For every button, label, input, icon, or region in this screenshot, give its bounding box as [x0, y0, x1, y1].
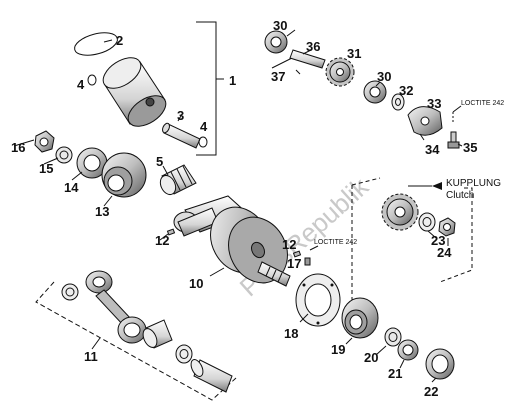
shaft-36 [289, 49, 326, 69]
label-10: 10 [189, 276, 203, 291]
label-4-right: 4 [200, 119, 208, 134]
piston [102, 57, 167, 127]
label-20: 20 [364, 350, 378, 365]
sleeve-21 [397, 339, 419, 361]
crankshaft-10 [173, 195, 291, 287]
label-24: 24 [437, 245, 452, 260]
label-30-lower: 30 [377, 69, 391, 84]
key-17 [304, 257, 311, 266]
crankpin [190, 359, 233, 393]
washer-20 [384, 327, 402, 347]
piston-group [74, 21, 224, 156]
needle-bearing-lower [142, 319, 173, 349]
label-32: 32 [399, 83, 413, 98]
clutch-gear-group [351, 177, 473, 300]
seal-14 [76, 147, 108, 179]
right-bearing-group [295, 273, 455, 380]
washer-23 [418, 212, 436, 232]
label-18: 18 [284, 326, 298, 341]
label-2: 2 [116, 33, 123, 48]
cover-plate-18 [295, 273, 341, 327]
label-34: 34 [425, 142, 440, 157]
label-1: 1 [229, 73, 236, 88]
loctite-note-top: LOCTITE 242 [461, 100, 504, 107]
label-13: 13 [95, 204, 109, 219]
part-number-labels: 2 4 1 3 4 30 36 31 37 30 32 33 34 35 16 … [11, 18, 477, 399]
key-12-left [166, 228, 176, 236]
label-23: 23 [431, 233, 445, 248]
label-22: 22 [424, 384, 438, 399]
key-12-right [292, 250, 302, 258]
label-35: 35 [463, 140, 477, 155]
loctite-note-mid: LOCTITE 242 [314, 239, 357, 246]
washer-lower [61, 283, 79, 301]
leader-lines [13, 69, 463, 383]
label-19: 19 [331, 342, 345, 357]
piston-ring [74, 32, 118, 56]
label-17: 17 [287, 256, 301, 271]
label-33: 33 [427, 96, 441, 111]
label-16: 16 [11, 140, 25, 155]
label-37: 37 [271, 69, 285, 84]
washer-lower-right [175, 344, 193, 364]
left-bearing-group [34, 130, 147, 198]
label-30-top: 30 [273, 18, 287, 33]
bearing-30-top [264, 30, 288, 54]
bearing-13 [101, 152, 147, 198]
nut-24 [438, 217, 456, 237]
washer-32 [391, 93, 405, 111]
arrow-icon [432, 182, 442, 190]
bracket-piston [196, 21, 217, 156]
clutch-label: Clutch [446, 190, 474, 201]
label-5: 5 [156, 154, 163, 169]
needle-bearing-5 [159, 164, 197, 196]
piston-pin [162, 122, 201, 149]
nut-16 [34, 130, 55, 153]
label-15: 15 [39, 161, 53, 176]
kupplung-label: KUPPLUNG [446, 178, 501, 189]
bolt-35 [447, 131, 460, 149]
washer-15 [55, 146, 73, 164]
gear-31 [325, 57, 355, 87]
bearing-19 [341, 297, 379, 339]
bearing-30-lower [363, 80, 387, 104]
conrod-group [35, 270, 237, 401]
seal-22 [425, 348, 455, 380]
label-12-right: 12 [282, 237, 296, 252]
label-21: 21 [388, 366, 402, 381]
balancer-weight-33 [407, 106, 443, 136]
primary-gear [381, 193, 419, 231]
circlip-left [87, 74, 97, 86]
label-31: 31 [347, 46, 361, 61]
balancer-group [264, 29, 462, 149]
label-12-left: 12 [155, 233, 169, 248]
label-14: 14 [64, 180, 79, 195]
circlip-right [198, 136, 208, 148]
label-11: 11 [84, 349, 98, 364]
label-36: 36 [306, 39, 320, 54]
label-4-left: 4 [77, 77, 85, 92]
label-3: 3 [177, 108, 184, 123]
connecting-rod [85, 270, 147, 344]
